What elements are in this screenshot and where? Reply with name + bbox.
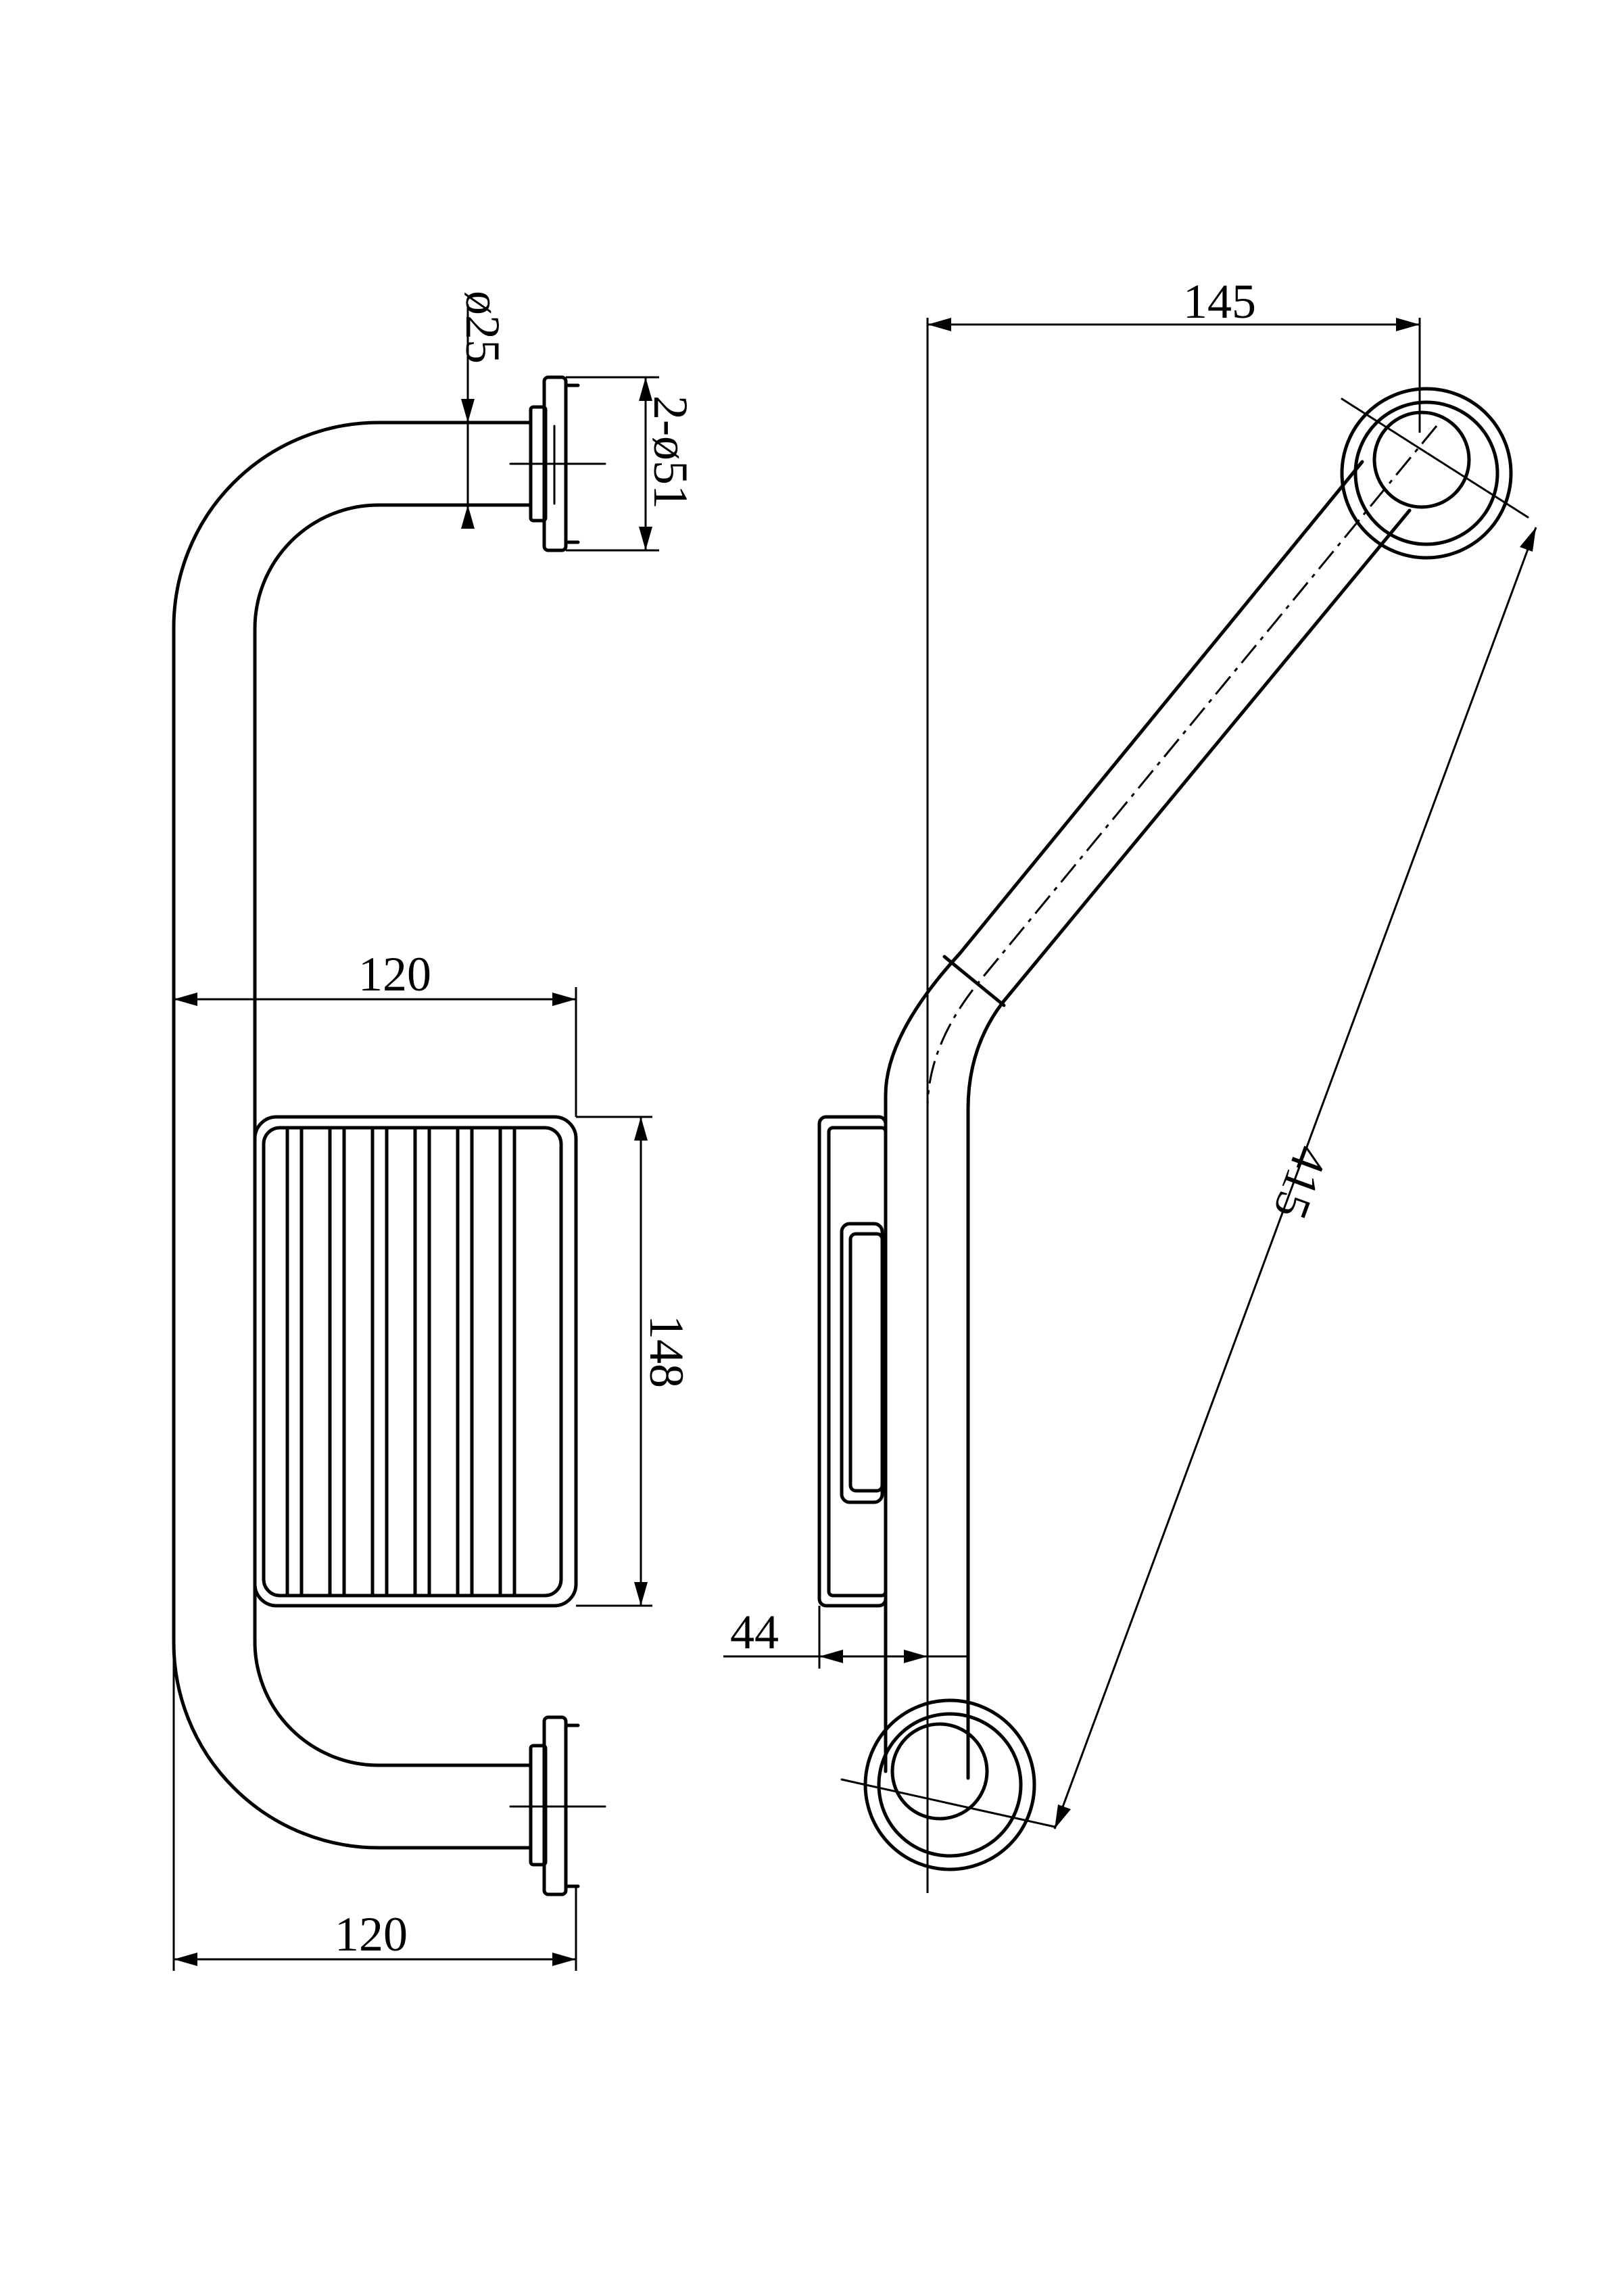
dim-flange-diameter: 2-ø51 — [566, 376, 698, 552]
front-bar-outer — [172, 421, 533, 1850]
dim-pipe-diameter-label: ø25 — [456, 291, 510, 364]
soap-basket — [253, 1115, 578, 1608]
dim-projection-label: 145 — [1183, 274, 1256, 329]
side-bar-left-edge — [884, 460, 1364, 1773]
dim-length-label: 415 — [1263, 1139, 1339, 1226]
dim-pipe-diameter: ø25 — [456, 291, 510, 529]
basket-wires — [285, 1126, 516, 1598]
bend-seam — [942, 955, 1006, 1007]
basket-side-profile — [817, 1115, 888, 1608]
bottom-flange — [509, 1715, 606, 1896]
lower-flange-side — [840, 1698, 1056, 1871]
dim-basket-width: 120 — [174, 947, 577, 1117]
dim-length: 415 — [1053, 527, 1537, 1829]
front-view: ø25 2-ø51 120 148 — [172, 291, 698, 1971]
dim-basket-depth-label: 44 — [730, 1605, 779, 1659]
side-bar-centerline — [926, 425, 1438, 1798]
dim-basket-depth: 44 — [723, 1605, 968, 1669]
front-bar-inner — [253, 503, 533, 1767]
dim-basket-height-label: 148 — [640, 1315, 694, 1388]
top-flange — [509, 375, 606, 552]
side-view: 145 44 415 — [723, 274, 1537, 1893]
dim-basket-height: 148 — [576, 1116, 694, 1607]
dim-bar-width-label: 120 — [335, 1907, 408, 1961]
dim-bar-width: 120 — [172, 999, 577, 1971]
dim-projection: 145 — [928, 274, 1421, 433]
side-bar-right-edge — [966, 508, 1412, 1780]
dim-basket-width-label: 120 — [358, 947, 431, 1001]
upper-flange-side — [1340, 387, 1529, 560]
dim-flange-diameter-label: 2-ø51 — [644, 396, 698, 509]
